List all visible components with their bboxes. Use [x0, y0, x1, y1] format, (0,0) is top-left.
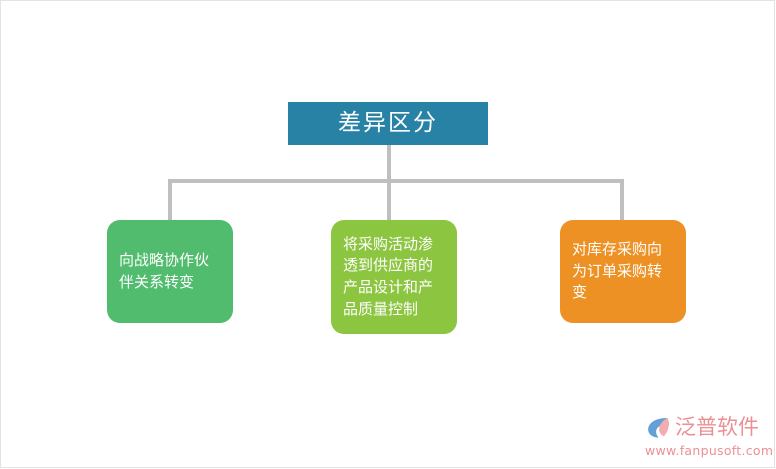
fanpu-swirl-logo-icon: [645, 414, 672, 441]
watermark-brand-text: 泛普软件: [675, 414, 759, 439]
watermark: 泛普软件 www.fanpusoft.com: [645, 412, 774, 462]
connector-horizontal-bus: [168, 179, 624, 183]
node-child-3[interactable]: 对库存采购向为订单采购转变: [560, 220, 686, 323]
node-child-3-label: 对库存采购向为订单采购转变: [572, 239, 663, 302]
node-child-1[interactable]: 向战略协作伙伴关系转变: [107, 220, 233, 323]
node-child-1-label: 向战略协作伙伴关系转变: [119, 250, 210, 291]
connector-drop-left: [168, 179, 172, 222]
watermark-brand-row: 泛普软件: [645, 412, 767, 442]
node-child-2-label: 将采购活动渗透到供应商的产品设计和产品质量控制: [343, 234, 434, 318]
connector-root-stem: [387, 144, 391, 222]
node-root-label: 差异区分: [338, 109, 438, 136]
watermark-url-text: www.fanpusoft.com: [645, 443, 774, 458]
node-child-2[interactable]: 将采购活动渗透到供应商的产品设计和产品质量控制: [331, 220, 457, 334]
connector-drop-right: [620, 179, 624, 222]
node-root[interactable]: 差异区分: [288, 102, 488, 145]
